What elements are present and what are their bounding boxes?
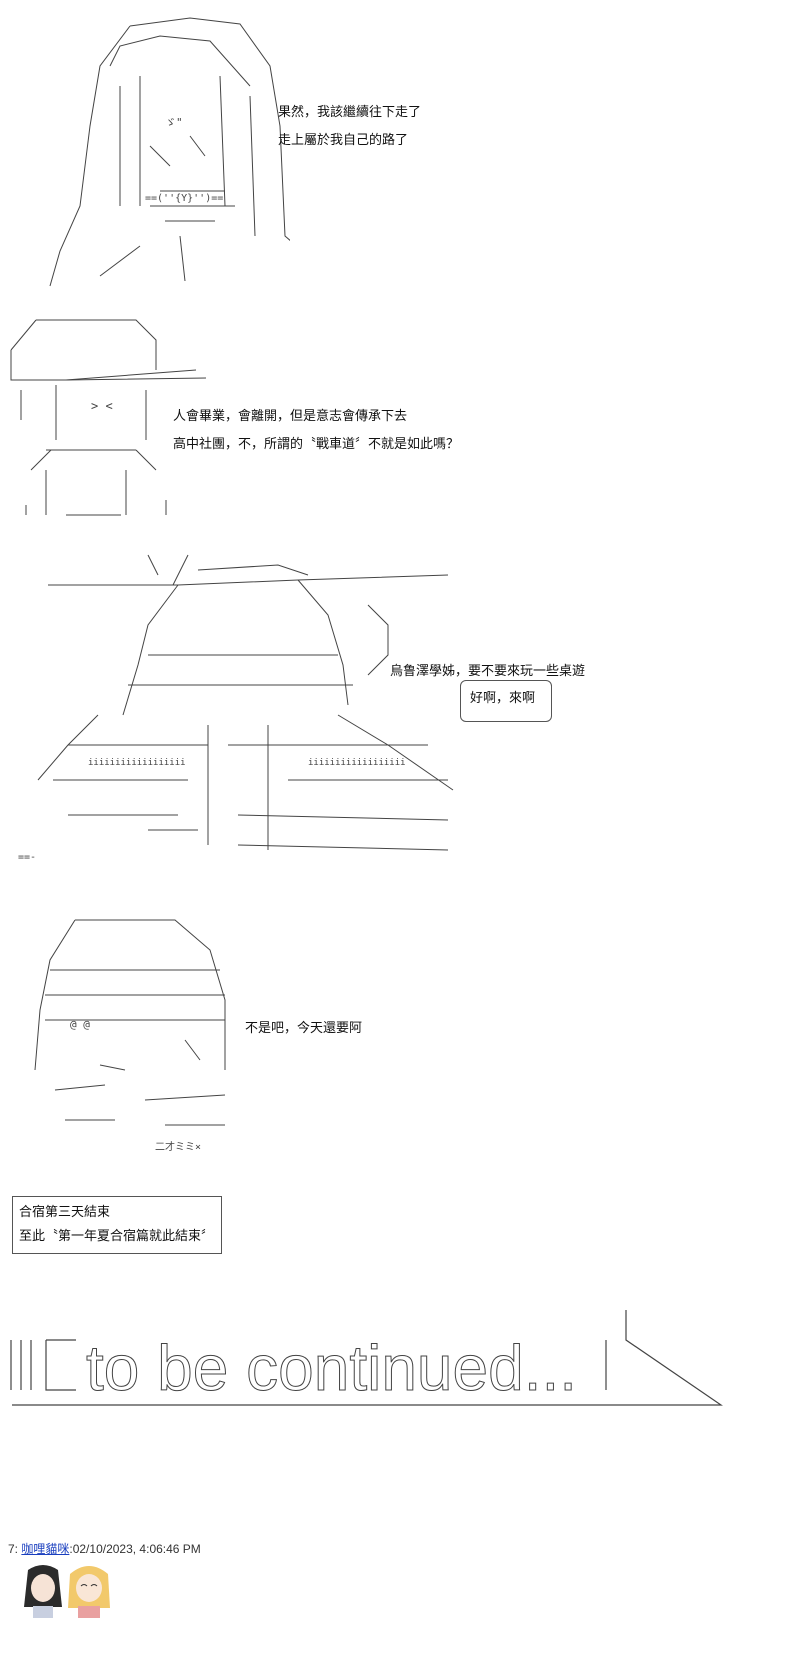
post-username[interactable]: 咖哩貓咪 bbox=[21, 1542, 70, 1556]
scene2-line1: 人會畢業，會離開，但是意志會傳承下去 bbox=[173, 409, 408, 424]
ascii-art-character-with-hat: > < bbox=[10, 319, 207, 516]
to-be-continued-text: to be continued... bbox=[86, 1332, 577, 1404]
avatar-blonde bbox=[64, 1562, 114, 1618]
svg-text:@ @: @ @ bbox=[70, 1018, 90, 1031]
scene2-line2: 高中社團，不，所謂的〝戰車道〞不就是如此嗎？ bbox=[173, 437, 460, 452]
scene1-line2: 走上屬於我自己的路了 bbox=[278, 133, 409, 148]
ascii-art-two-characters: iiiiiiiiiiiiiiiiii iiiiiiiiiiiiiiiiii ==… bbox=[18, 554, 454, 863]
ending-line1: 合宿第三天結束 bbox=[19, 1205, 111, 1220]
scene4-line1: 不是吧，今天還要阿 bbox=[245, 1021, 363, 1036]
svg-text:ゞ": ゞ" bbox=[165, 116, 183, 129]
svg-text:iiiiiiiiiiiiiiiiii: iiiiiiiiiiiiiiiiii bbox=[308, 758, 406, 768]
post-timestamp: :02/10/2023, 4:06:46 PM bbox=[69, 1542, 201, 1556]
post-number: 7: bbox=[8, 1542, 19, 1556]
avatar-dark-hair bbox=[18, 1562, 68, 1618]
ascii-art-girl-face: @ @ 二才ミミ× bbox=[34, 919, 226, 1153]
svg-text:iiiiiiiiiiiiiiiiii: iiiiiiiiiiiiiiiiii bbox=[88, 758, 186, 768]
ascii-art-girl-long-hair: ゞ" ==(''{Y}'')== bbox=[49, 17, 290, 287]
svg-text:二才ミミ×: 二才ミミ× bbox=[155, 1140, 201, 1153]
svg-text:==(''{Y}'')==: ==(''{Y}'')== bbox=[145, 193, 223, 204]
to-be-continued-banner: to be continued... bbox=[10, 1310, 723, 1406]
ending-line2: 至此〝第一年夏合宿篇就此結束〞 bbox=[19, 1229, 215, 1244]
svg-text:==-: ==- bbox=[18, 852, 36, 863]
speech-bubble bbox=[460, 680, 552, 722]
post-meta: 7: 咖哩貓咪:02/10/2023, 4:06:46 PM bbox=[8, 1540, 201, 1557]
svg-text:> <: > < bbox=[91, 399, 113, 413]
scene1-line1: 果然，我該繼續往下走了 bbox=[278, 105, 422, 120]
scene3-bubble: 好啊，來啊 bbox=[470, 691, 536, 706]
ending-box: 合宿第三天結束 至此〝第一年夏合宿篇就此結束〞 bbox=[12, 1196, 222, 1254]
scene3-line1: 烏鲁澤學姊，要不要來玩一些桌遊 bbox=[390, 664, 586, 679]
